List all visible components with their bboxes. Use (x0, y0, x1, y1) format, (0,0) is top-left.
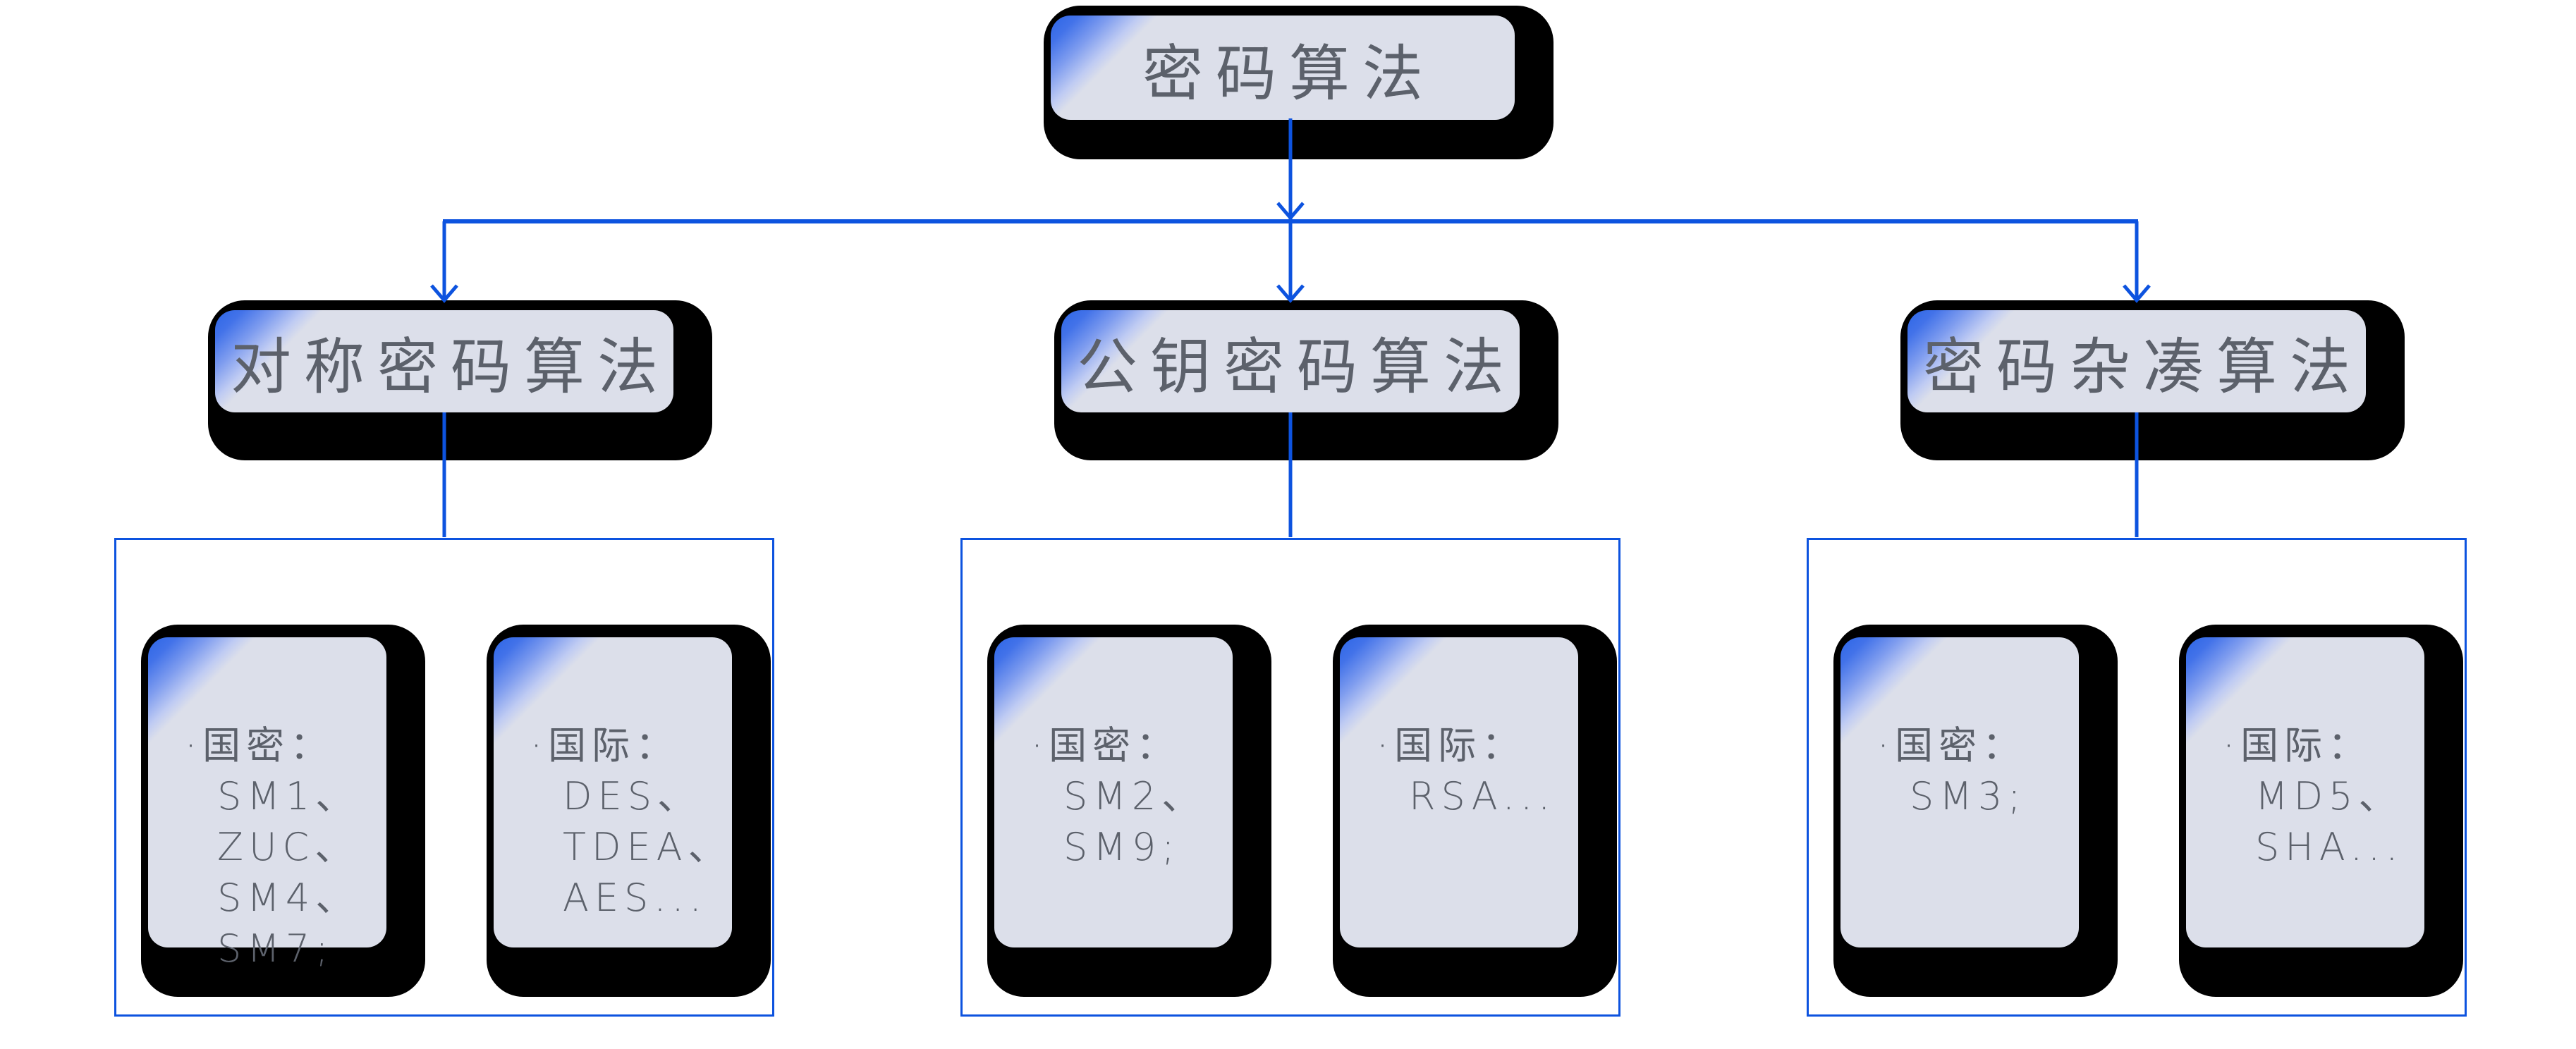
card-text-line: ·国际： (1376, 723, 1526, 768)
card-text-line: DES、 (563, 774, 701, 818)
card-text-line: SM2、 (1063, 774, 1206, 818)
branch-node-label: 密码杂凑算法 (1923, 332, 2363, 403)
card-text-line: SM4、 (217, 876, 360, 920)
leaf-card-public-key-international: ·国际： RSA... (1340, 637, 1578, 947)
group-container-hash (1807, 538, 2467, 1017)
card-text-line: ·国密： (1031, 723, 1180, 768)
card-text-line: AES... (563, 876, 707, 920)
leaf-card-text: ·国际： MD5、 SHA... (2223, 720, 2417, 873)
root-node-label: 密码算法 (1142, 38, 1436, 109)
card-text-line: ·国际： (530, 723, 680, 768)
branch-node-label: 公钥密码算法 (1077, 332, 1517, 403)
leaf-card-text: ·国密： SM3; (1877, 720, 2072, 822)
group-container-public-key (960, 538, 1620, 1017)
leaf-card-public-key-domestic: ·国密： SM2、 SM9; (994, 637, 1233, 947)
card-text-line: ·国密： (1877, 723, 2027, 768)
leaf-card-symmetric-domestic: ·国密： SM1、 ZUC、 SM4、 SM7; (148, 637, 386, 971)
arrowhead-branch-center (1276, 284, 1305, 303)
leaf-card-text: ·国际： RSA... (1376, 720, 1571, 822)
leaf-card-text: ·国际： DES、 TDEA、 AES... (530, 720, 732, 924)
leaf-card-text: ·国密： SM1、 ZUC、 SM4、 SM7; (185, 720, 379, 974)
branch-node-hash: 密码杂凑算法 (1907, 310, 2366, 412)
leaf-card-symmetric-international: ·国际： DES、 TDEA、 AES... (494, 637, 732, 947)
card-text-line: SM9; (1063, 825, 1180, 869)
root-node: 密码算法 (1051, 16, 1515, 120)
card-text-line: SM3; (1910, 774, 2027, 818)
branch-node-label: 对称密码算法 (231, 332, 671, 403)
card-text-line: TDEA、 (563, 825, 732, 869)
card-text-line: SM1、 (217, 774, 360, 818)
leaf-card-text: ·国密： SM2、 SM9; (1031, 720, 1226, 873)
leaf-card-hash-international: ·国际： MD5、 SHA... (2186, 637, 2424, 947)
card-text-line: ZUC、 (217, 825, 359, 869)
card-text-line: SM7; (217, 926, 334, 971)
arrowhead-branch-right (2123, 284, 2151, 303)
arrowhead-root (1276, 202, 1305, 221)
arrowhead-branch-left (430, 284, 458, 303)
branch-node-public-key: 公钥密码算法 (1061, 310, 1520, 412)
card-text-line: SHA... (2255, 825, 2404, 869)
branch-node-symmetric: 对称密码算法 (215, 310, 673, 412)
leaf-card-hash-domestic: ·国密： SM3; (1841, 637, 2079, 947)
card-text-line: ·国际： (2223, 723, 2372, 768)
card-text-line: RSA... (1409, 774, 1556, 818)
group-container-symmetric (114, 538, 774, 1017)
card-text-line: MD5、 (2255, 774, 2403, 818)
card-text-line: ·国密： (185, 723, 334, 768)
